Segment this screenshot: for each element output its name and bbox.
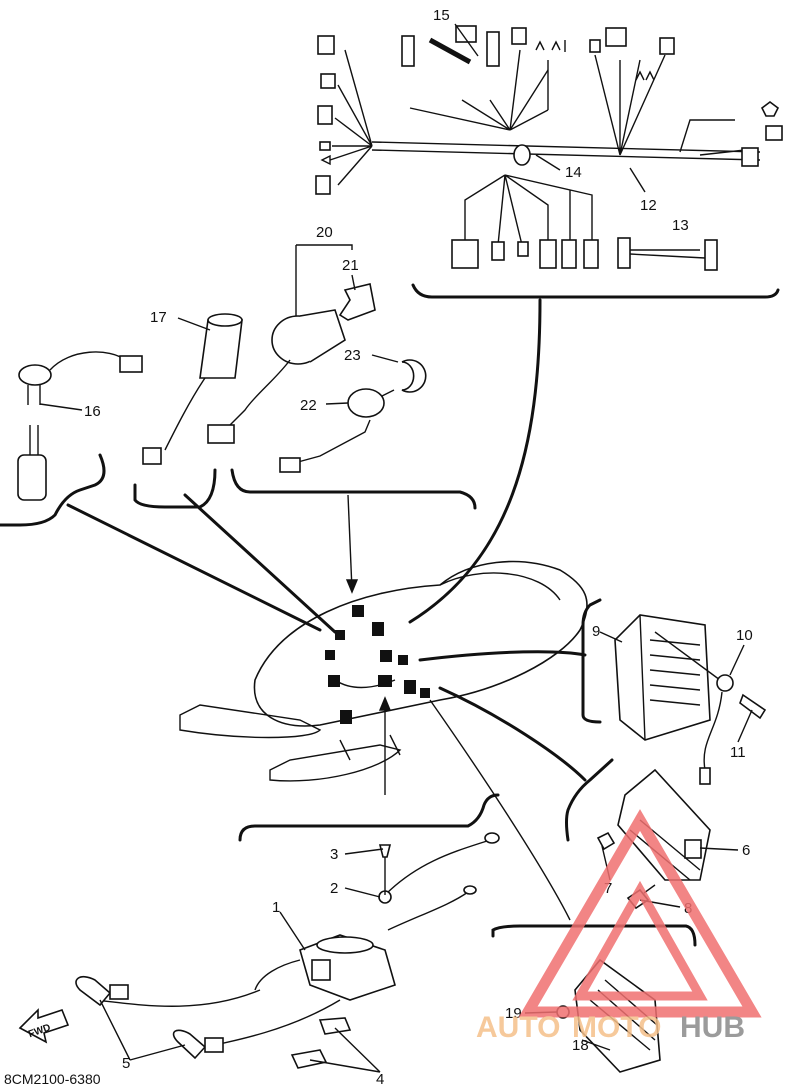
fwd-arrow: FWD <box>18 1008 70 1044</box>
fuel-sender-16 <box>0 351 143 527</box>
callout-22: 22 <box>300 397 317 414</box>
diagram-code: 8CM2100-6380 <box>4 1071 101 1087</box>
main-switch-20 <box>207 283 477 510</box>
callout-21: 21 <box>342 257 359 274</box>
callout-5: 5 <box>122 1055 130 1072</box>
watermark-logo: AUTO MOTO HUB <box>476 809 762 1044</box>
callout-11: 11 <box>730 744 746 761</box>
callout-3: 3 <box>330 846 338 863</box>
callout-6: 6 <box>742 842 750 859</box>
callout-2: 2 <box>330 880 338 897</box>
callout-20: 20 <box>316 224 333 241</box>
callout-14: 14 <box>565 164 582 181</box>
callout-13: 13 <box>672 217 689 234</box>
watermark-hub: HUB <box>680 1011 745 1044</box>
ignition-coil-1 <box>75 793 500 1069</box>
wire-harness <box>315 25 783 299</box>
watermark-auto: AUTO <box>476 1011 560 1044</box>
callout-numbers: 15 14 12 13 20 21 17 23 22 16 9 10 11 6 … <box>84 7 753 1088</box>
callout-12: 12 <box>640 197 657 214</box>
callout-15: 15 <box>433 7 450 24</box>
assembly-leaders <box>66 298 587 921</box>
watermark-moto: MOTO <box>572 1011 661 1044</box>
callout-9: 9 <box>592 623 600 640</box>
callout-10: 10 <box>736 627 753 644</box>
callout-18: 18 <box>572 1037 589 1054</box>
callout-19: 19 <box>505 1005 522 1022</box>
callout-4: 4 <box>376 1071 384 1088</box>
snowmobile-body <box>179 560 588 782</box>
callout-leaders <box>39 23 753 1073</box>
callout-7: 7 <box>604 880 612 897</box>
callout-23: 23 <box>344 347 361 364</box>
callout-16: 16 <box>84 403 101 420</box>
callout-17: 17 <box>150 309 167 326</box>
callout-1: 1 <box>272 899 280 916</box>
cdi-unit-9 <box>581 598 767 785</box>
condenser-17 <box>133 313 243 509</box>
